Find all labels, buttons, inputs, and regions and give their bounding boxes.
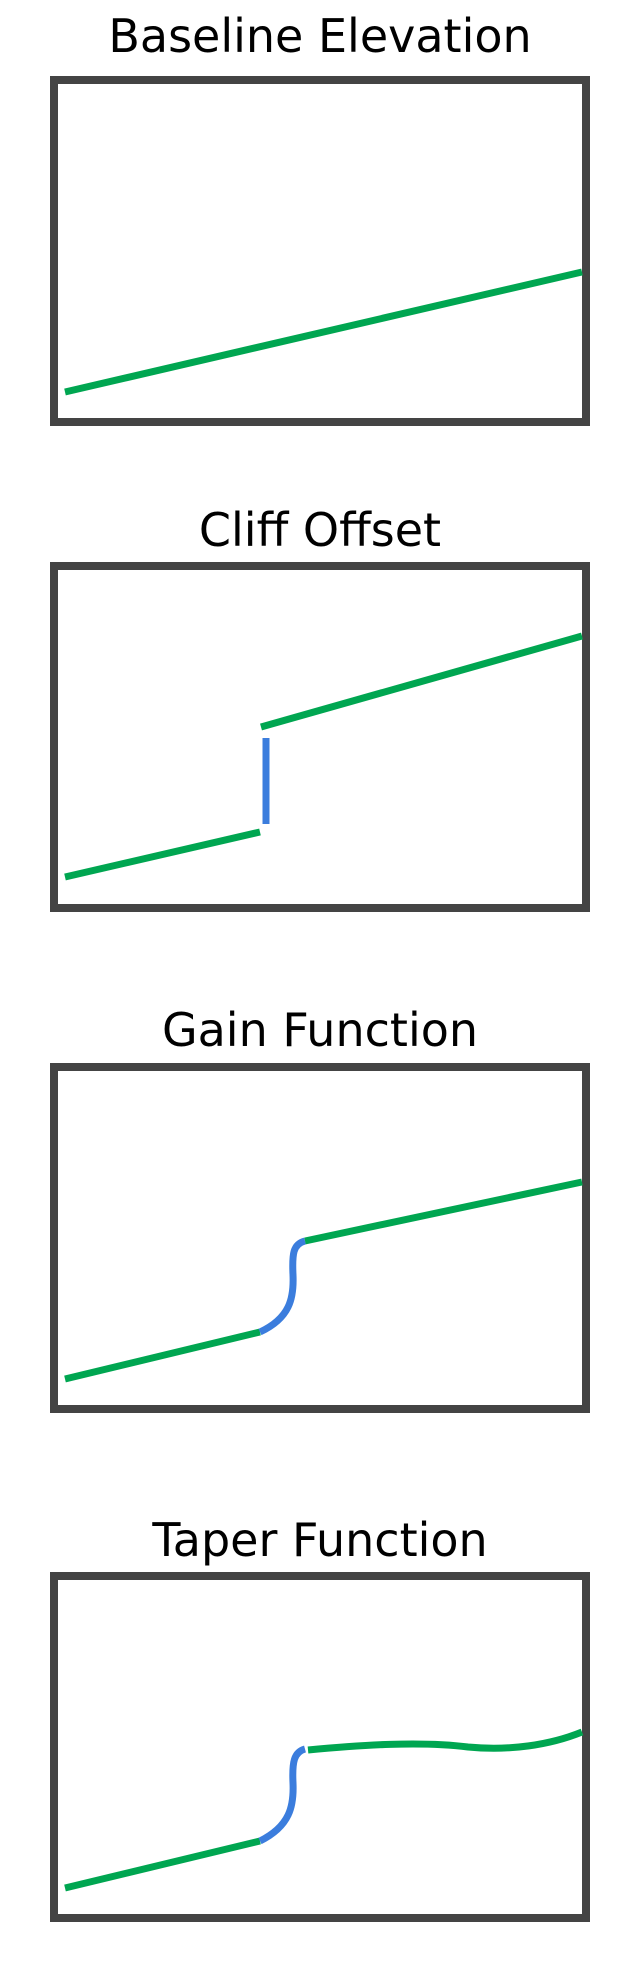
gain-lower-line: [64, 1328, 261, 1383]
cliff-lower-line: [64, 828, 261, 881]
panel-frame-cliff: [50, 562, 590, 912]
panel-title-cliff: Cliff Offset: [198, 503, 442, 557]
panel-title-baseline: Baseline Elevation: [108, 9, 532, 63]
panel-frame-baseline: [50, 76, 590, 426]
panel-title-taper: Taper Function: [152, 1513, 488, 1567]
taper-lower-line: [64, 1837, 261, 1892]
gain-transition-curve: [258, 1237, 307, 1336]
cliff-upper-line: [260, 632, 583, 731]
taper-upper-curve: [307, 1728, 584, 1754]
taper-transition-curve: [258, 1745, 307, 1845]
panel-frame-gain: [50, 1063, 590, 1413]
baseline-profile-line: [64, 268, 583, 396]
gain-upper-line: [304, 1178, 583, 1245]
panel-title-gain: Gain Function: [161, 1003, 479, 1057]
